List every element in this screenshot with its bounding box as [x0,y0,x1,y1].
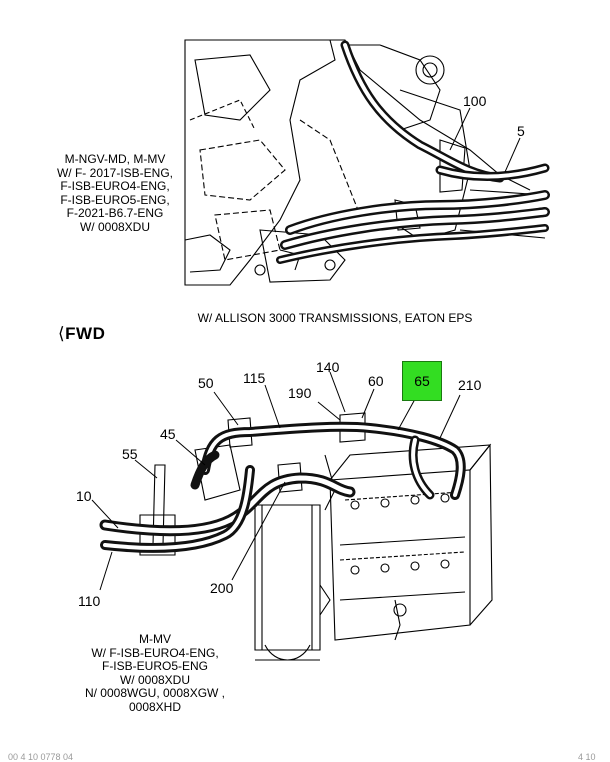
bottom-applicability-note: M-MV W/ F-ISB-EURO4-ENG, F-ISB-EURO5-ENG… [60,632,250,714]
note-line: F-ISB-EURO4-ENG, [60,179,170,193]
callout-55[interactable]: 55 [122,446,138,462]
callout-5[interactable]: 5 [517,123,525,139]
callout-100[interactable]: 100 [463,93,487,109]
callout-140[interactable]: 140 [316,359,340,375]
footer-right: 4 10 [578,752,596,762]
callout-65-label: 65 [414,373,430,389]
note-line: F-ISB-EURO5-ENG, [60,192,170,207]
callout-200[interactable]: 200 [210,580,234,596]
callout-10[interactable]: 10 [76,488,92,504]
note-line: W/ F-ISB-EURO4-ENG, [91,645,219,660]
note-line: 0008XHD [128,699,182,714]
callout-210[interactable]: 210 [458,377,482,393]
note-line: W/ F- 2017-ISB-ENG, [56,165,174,180]
fwd-arrow-icon: ⟨ [58,324,66,343]
callout-190[interactable]: 190 [288,385,312,401]
footer-left: 00 4 10 0778 04 [8,752,74,762]
callout-60[interactable]: 60 [368,373,384,389]
note-line: F-ISB-EURO5-ENG [101,659,208,673]
callout-65-highlighted[interactable]: 65 [402,361,442,401]
note-line: W/ 0008XDU [119,672,191,687]
top-applicability-note: M-NGV-MD, M-MV W/ F- 2017-ISB-ENG, F-ISB… [40,152,190,234]
callout-115[interactable]: 115 [243,370,266,386]
middle-caption: W/ ALLISON 3000 TRANSMISSIONS, EATON EPS [197,311,473,325]
note-line: M-NGV-MD, M-MV [64,152,166,166]
note-line: W/ 0008XDU [79,219,151,234]
fwd-indicator: ⟨FWD [58,324,105,344]
note-line: F-2021-B6.7-ENG [66,206,164,220]
note-line: N/ 0008WGU, 0008XGW , [84,686,226,700]
callout-110[interactable]: 110 [78,593,101,609]
callout-50[interactable]: 50 [198,375,214,391]
note-line: M-MV [139,632,171,646]
fwd-label: FWD [65,324,106,343]
callout-45[interactable]: 45 [160,426,176,442]
